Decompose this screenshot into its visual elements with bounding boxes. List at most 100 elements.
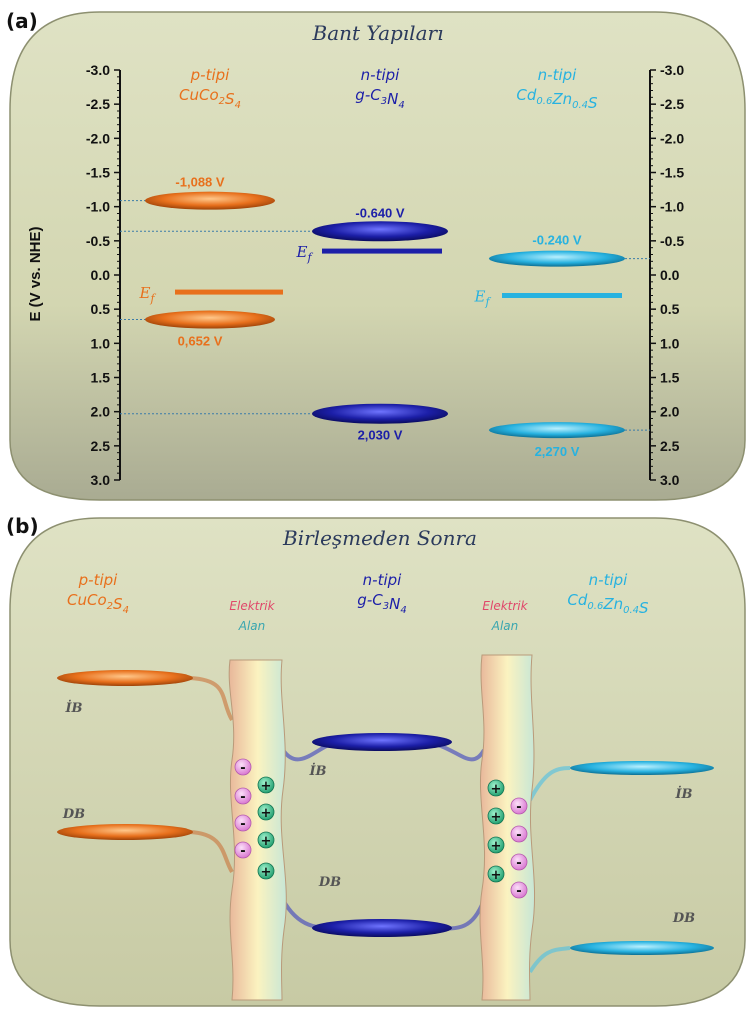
right-tick-label: -1.0 <box>660 199 684 215</box>
right-tick-label: 0.0 <box>660 267 680 283</box>
panel-a-title: Bant Yapıları <box>312 21 444 45</box>
cyan-vb-band <box>570 941 714 955</box>
fermi-level-label: Ef <box>473 288 491 309</box>
cyan-vb-label: DB <box>672 911 695 926</box>
right-tick-label: 1.5 <box>660 370 680 386</box>
plus-sign: + <box>491 782 502 797</box>
orange-vb-connector <box>189 830 234 874</box>
minus-circle <box>510 797 528 815</box>
minus-sign: - <box>240 817 245 832</box>
left-tick-label: -2.0 <box>86 130 110 146</box>
fermi-level-line <box>502 293 622 298</box>
positive-charge: + <box>487 807 505 825</box>
negative-charge: - <box>510 853 528 871</box>
material-formula: Cd0.6Zn0.4S <box>516 86 598 112</box>
positive-charge: + <box>257 862 275 880</box>
plus-circle <box>257 776 275 794</box>
y-axis-label: E (V vs. NHE) <box>27 226 44 321</box>
minus-circle <box>510 825 528 843</box>
fermi-level-label: Ef <box>295 243 313 264</box>
negative-charge: - <box>234 787 252 805</box>
plus-sign: + <box>261 806 272 821</box>
left-tick-label: 1.0 <box>91 335 111 351</box>
cb-band-level <box>145 191 275 210</box>
material-type-label: n-tipi <box>538 66 577 84</box>
field-label-right-1: Elektrik <box>482 599 528 613</box>
plus-circle <box>487 779 505 797</box>
plus-circle <box>257 831 275 849</box>
right-tick-label: -0.5 <box>660 233 684 249</box>
minus-sign: - <box>516 828 521 843</box>
field-label-left-1: Elektrik <box>229 599 275 613</box>
right-tick-label: -2.5 <box>660 96 684 112</box>
panel-b-background <box>9 517 746 1007</box>
left-tick-label: -1.0 <box>86 199 110 215</box>
right-tick-label: 0.5 <box>660 301 680 317</box>
vb-band-level <box>489 422 625 439</box>
material-type-label: n-tipi <box>589 571 628 589</box>
fermi-level-label: Ef <box>138 284 156 305</box>
positive-charge: + <box>257 776 275 794</box>
right-tick-label: 1.0 <box>660 335 680 351</box>
left-tick-label: 1.5 <box>91 370 111 386</box>
vb-band-level <box>312 403 448 424</box>
material-formula: g-C3N4 <box>355 86 404 111</box>
panel-b-label: (b) <box>6 514 39 538</box>
left-tick-label: 0.5 <box>91 301 111 317</box>
plus-sign: + <box>491 810 502 825</box>
material-type-label: n-tipi <box>361 66 400 84</box>
plus-sign: + <box>261 834 272 849</box>
right-tick-label: -3.0 <box>660 62 684 78</box>
positive-charge: + <box>257 831 275 849</box>
minus-circle <box>510 881 528 899</box>
negative-charge: - <box>234 841 252 859</box>
minus-circle <box>234 814 252 832</box>
field-label-right-2: Alan <box>491 619 519 633</box>
plus-sign: + <box>491 868 502 883</box>
minus-sign: - <box>240 844 245 859</box>
left-tick-label: 3.0 <box>91 472 111 488</box>
interface-bar-right <box>479 654 536 1001</box>
negative-charge: - <box>510 797 528 815</box>
plus-sign: + <box>261 779 272 794</box>
vb-value-label: 2,030 V <box>358 428 403 443</box>
material-headers: p-tipiCuCo2S4n-tipig-C3N4n-tipiCd0.6Zn0.… <box>179 66 598 112</box>
plus-circle <box>487 836 505 854</box>
field-label-left-2: Alan <box>238 619 266 633</box>
positive-charge: + <box>257 803 275 821</box>
positive-charge: + <box>487 779 505 797</box>
minus-sign: - <box>516 856 521 871</box>
minus-sign: - <box>240 761 245 776</box>
material-formula: g-C3N4 <box>357 591 406 616</box>
fermi-level-line <box>322 248 442 254</box>
left-tick-label: -1.5 <box>86 165 110 181</box>
orange-cb-label: İB <box>64 700 82 716</box>
right-tick-label: -1.5 <box>660 165 684 181</box>
cyan-vb-connector <box>528 946 571 974</box>
plus-circle <box>487 865 505 883</box>
left-tick-label: 2.5 <box>91 438 111 454</box>
orange-vb-label: DB <box>62 807 85 822</box>
material-formula: CuCo2S4 <box>67 591 129 616</box>
orange-vb-band <box>57 824 193 840</box>
band-levels: -1,088 V0,652 VEf-0.640 V2,030 VEf-0.240… <box>138 175 625 459</box>
left-tick-label: -3.0 <box>86 62 110 78</box>
minus-circle <box>234 758 252 776</box>
right-tick-label: 2.5 <box>660 438 680 454</box>
material-type-label: n-tipi <box>363 571 402 589</box>
plus-circle <box>257 803 275 821</box>
panel-a-label: (a) <box>6 9 38 33</box>
left-tick-label: 0.0 <box>91 267 111 283</box>
left-tick-label: -2.5 <box>86 96 110 112</box>
cb-value-label: -0.240 V <box>532 233 581 248</box>
energy-axes: -3.0-3.0-2.5-2.5-2.0-2.0-1.5-1.5-1.0-1.0… <box>86 62 684 488</box>
minus-sign: - <box>516 800 521 815</box>
material-formula: Cd0.6Zn0.4S <box>567 591 649 617</box>
blue-cb-band <box>312 733 452 751</box>
blue-vb-label: DB <box>318 875 341 890</box>
material-type-label: p-tipi <box>190 66 231 84</box>
orange-cb-connector <box>189 676 234 722</box>
right-tick-label: 2.0 <box>660 404 680 420</box>
cyan-cb-band <box>570 761 714 775</box>
space-charges: ----++++++++---- <box>234 758 528 899</box>
